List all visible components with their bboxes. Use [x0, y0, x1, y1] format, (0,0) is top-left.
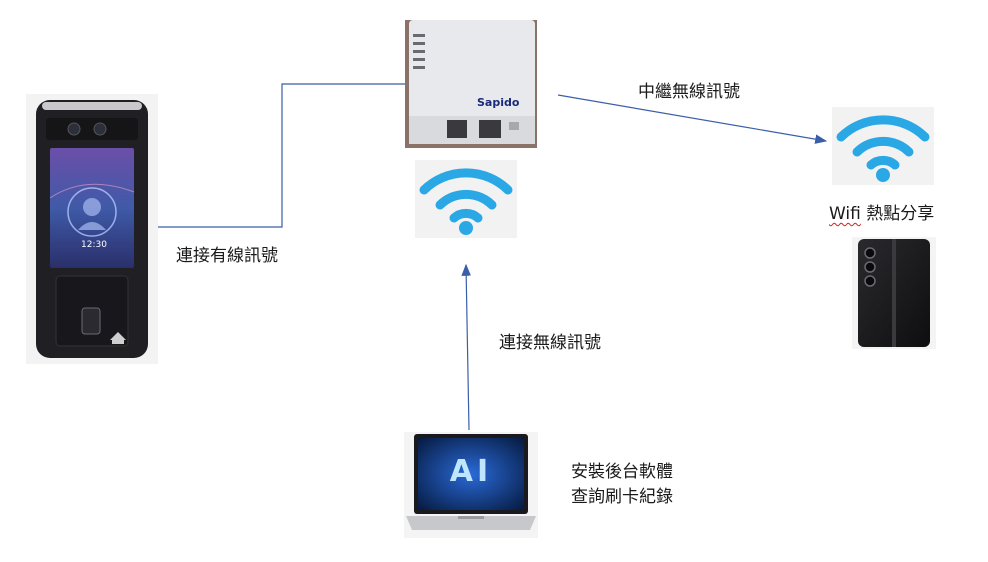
label-relay-signal: 中繼無線訊號 [638, 82, 740, 102]
label-wifi-hotspot-suffix: 熱點分享 [860, 204, 935, 224]
terminal-clock-text: 12:30 [81, 240, 107, 250]
label-wifi-hotspot: Wifi 熱點分享 [829, 202, 934, 226]
laptop-screen-text: AI [449, 454, 493, 489]
label-wired-signal: 連接有線訊號 [176, 246, 278, 266]
wifi-icon [419, 168, 513, 235]
label-software-line1: 安裝後台軟體 [571, 462, 673, 482]
label-software-line2: 查詢刷卡紀錄 [571, 487, 673, 507]
wireless-connection-arrow [461, 263, 471, 431]
label-wireless-signal: 連接無線訊號 [499, 333, 601, 353]
wifi-icon [836, 115, 930, 182]
wireless-router: Sapido [405, 20, 537, 148]
label-wifi-hotspot-prefix: Wifi [829, 204, 861, 224]
laptop: AI [404, 432, 538, 538]
wifi-icon-router-box [415, 160, 517, 238]
smartphone [852, 237, 936, 349]
relay-connection-arrow [557, 94, 828, 144]
wifi-icon-hotspot-box [832, 107, 934, 185]
face-recognition-terminal: 12:30 [26, 94, 158, 364]
wired-connection-line [158, 83, 408, 228]
router-brand-text: Sapido [477, 96, 520, 109]
